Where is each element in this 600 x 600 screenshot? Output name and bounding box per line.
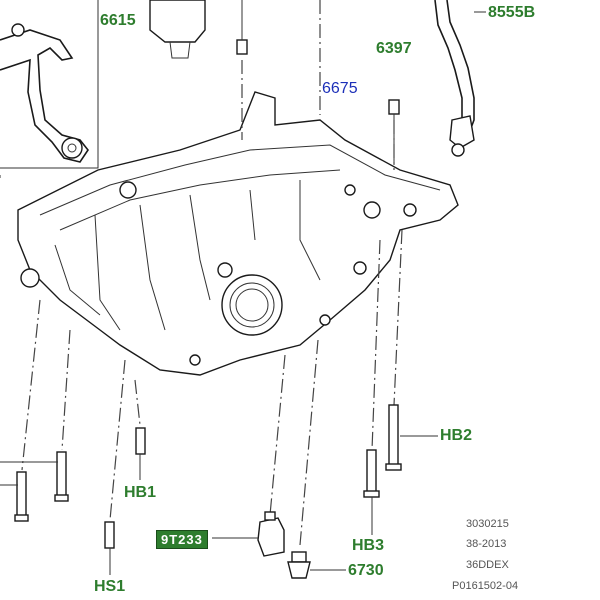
bolt-hb3	[363, 449, 380, 535]
bolt-hb1	[135, 427, 146, 480]
bolts-left	[0, 451, 69, 522]
oil-pan-body	[17, 91, 459, 376]
callout-6730: 6730	[348, 562, 384, 579]
ref-line-3: 36DDEX	[466, 559, 509, 571]
callout-8555b: 8555B	[488, 4, 536, 21]
dipstick-tube	[434, 0, 486, 157]
callout-hb1: HB1	[124, 484, 157, 501]
ref-line-1: 3030215	[466, 518, 509, 530]
bolt-top-center	[236, 0, 248, 55]
oil-pressure-sensor	[212, 511, 285, 557]
callout-6397: 6397	[376, 40, 412, 57]
callout-hb3: HB3	[352, 537, 385, 554]
ref-line-4: P0161502-04	[452, 580, 519, 592]
bolt-hb2	[385, 404, 438, 471]
callout-6615: 6615	[100, 12, 136, 29]
callout-hb2: HB2	[440, 427, 473, 444]
ref-line-2: 38-2013	[466, 538, 507, 550]
callout-6675: 6675	[322, 80, 358, 97]
oil-pickup-tube	[0, 0, 99, 178]
callout-hs1: HS1	[94, 578, 126, 595]
callout-9t233: 9T233	[156, 530, 208, 549]
alignment-lines	[21, 0, 403, 546]
drain-plug	[287, 551, 346, 579]
filter-housing-part	[149, 0, 206, 59]
bolt-hs1	[104, 521, 115, 575]
